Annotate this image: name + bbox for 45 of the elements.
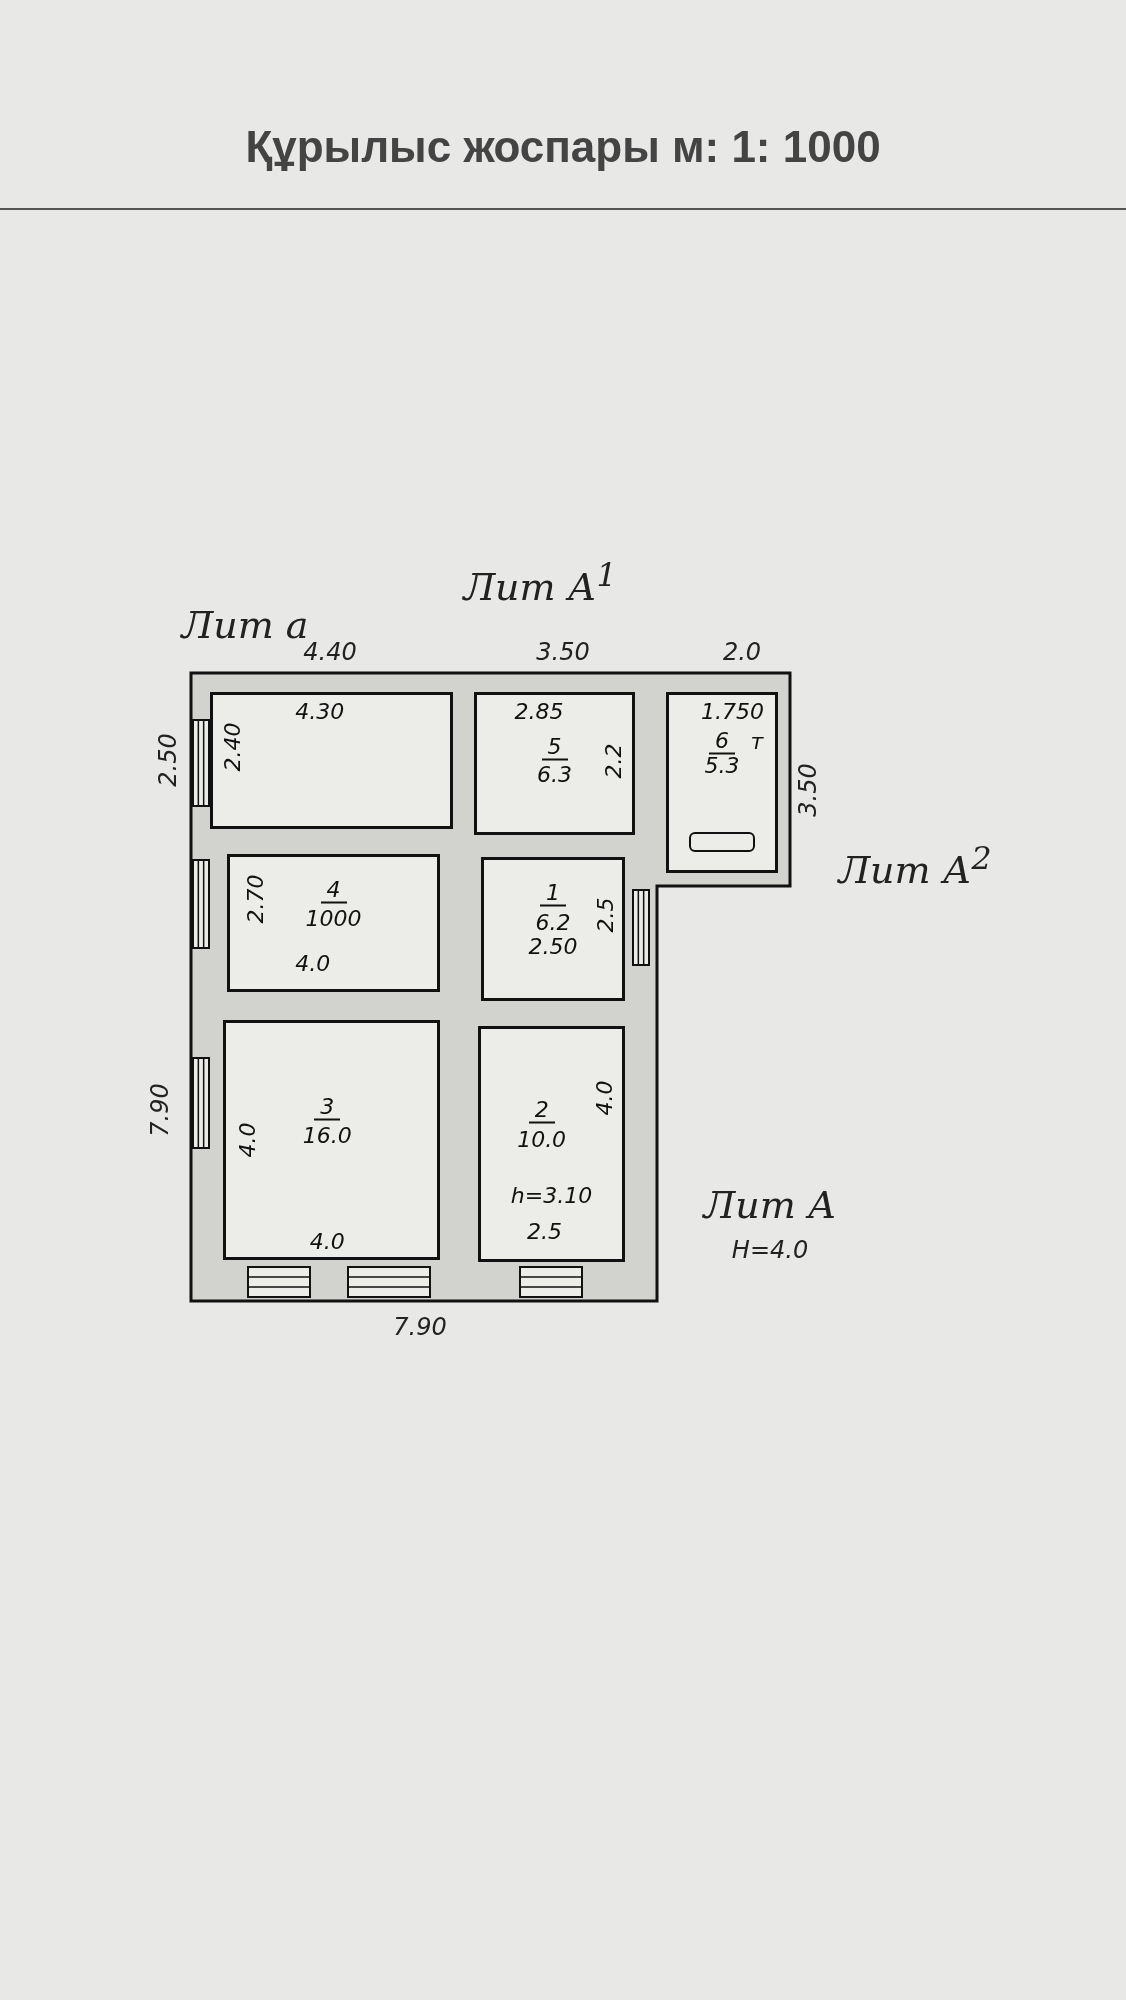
room-number: 4: [320, 876, 347, 904]
room-area: 5.3: [704, 752, 740, 778]
dimension-text: 4.0: [295, 950, 331, 976]
dimension-text: 4.0: [234, 1122, 260, 1158]
dimension-text: 2.2: [600, 743, 626, 779]
dimension-text: 2.50: [528, 933, 578, 959]
room-area: 10.0: [517, 1126, 567, 1152]
room-number: 1: [540, 879, 566, 907]
dimension-text: 3.50: [536, 638, 590, 666]
room-number: 6: [709, 727, 735, 754]
dimension-text: 2.40: [219, 722, 245, 772]
dimension-text: 7.90: [146, 1083, 174, 1137]
dimension-text: 2.5: [592, 897, 618, 933]
room-number: 5: [541, 733, 568, 761]
dimension-text: 7.90: [393, 1313, 447, 1341]
room-outline: [481, 857, 625, 1001]
room-outline: [478, 1026, 625, 1262]
dimension-text: 2.70: [242, 874, 268, 924]
dimension-text: 4.30: [295, 698, 345, 724]
room-area: 1000: [305, 905, 362, 931]
height-note: Н=4.0: [731, 1236, 809, 1264]
room-number: 2: [528, 1096, 555, 1123]
dimension-text: 1.750: [701, 698, 765, 724]
room-outline: [666, 692, 778, 873]
dimension-text: 2.85: [514, 698, 564, 724]
dimension-text: 2.0: [722, 638, 762, 666]
dimension-text: 4.0: [309, 1228, 345, 1254]
dimension-text: 3.50: [794, 763, 822, 817]
room-outline: [474, 692, 635, 835]
page-title: Құрылыс жоспары м: 1: 1000: [244, 122, 882, 172]
level-label: Лит А$^{1}$: [463, 557, 617, 609]
dimension-text: 2.5: [526, 1218, 562, 1244]
room-outline: [223, 1020, 440, 1260]
level-label: Лит А$^{2}$: [838, 840, 992, 892]
dimension-text: 2.50: [154, 733, 182, 787]
room-outline: [227, 854, 440, 992]
room-outline: [210, 692, 453, 829]
height-note: h=3.10: [510, 1182, 593, 1208]
room-area: 6.2: [535, 909, 571, 935]
room-mark: т: [750, 728, 764, 753]
room-area: 6.3: [537, 761, 572, 787]
dimension-text: 4.0: [591, 1080, 617, 1116]
level-label: Лит А: [703, 1183, 837, 1227]
room-area: 16.0: [302, 1122, 352, 1148]
room-number: 3: [314, 1093, 341, 1121]
